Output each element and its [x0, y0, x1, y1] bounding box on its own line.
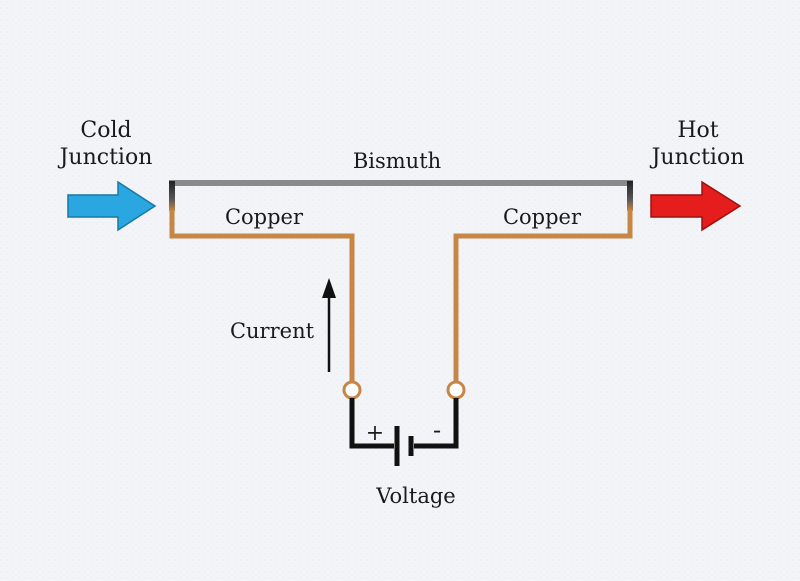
- plus-sign-label: +: [366, 421, 384, 446]
- terminal-right: [446, 380, 466, 400]
- copper-wire-right: [453, 210, 633, 382]
- hot-junction-label-line2: Junction: [650, 145, 745, 170]
- cold-junction-label-line1: Cold: [80, 118, 131, 143]
- current-label: Current: [230, 319, 315, 343]
- hot-junction-label-line1: Hot: [677, 118, 718, 143]
- copper-left-label: Copper: [225, 205, 304, 229]
- bismuth-label: Bismuth: [353, 149, 441, 173]
- hot-junction-joint: [627, 181, 633, 211]
- terminal-left: [342, 380, 362, 400]
- cold-junction-label-line2: Junction: [58, 145, 153, 170]
- minus-sign-label: -: [433, 416, 441, 444]
- cold-junction-arrow-icon: [67, 180, 157, 232]
- hot-junction-arrow-icon: [650, 180, 742, 232]
- cold-junction-joint: [169, 181, 175, 211]
- voltage-label: Voltage: [375, 484, 455, 508]
- copper-wire-left: [169, 210, 355, 382]
- voltage-lead-left: [349, 398, 394, 449]
- current-arrow-icon: [322, 278, 336, 298]
- voltage-lead-right: [414, 398, 459, 449]
- copper-right-label: Copper: [503, 205, 582, 229]
